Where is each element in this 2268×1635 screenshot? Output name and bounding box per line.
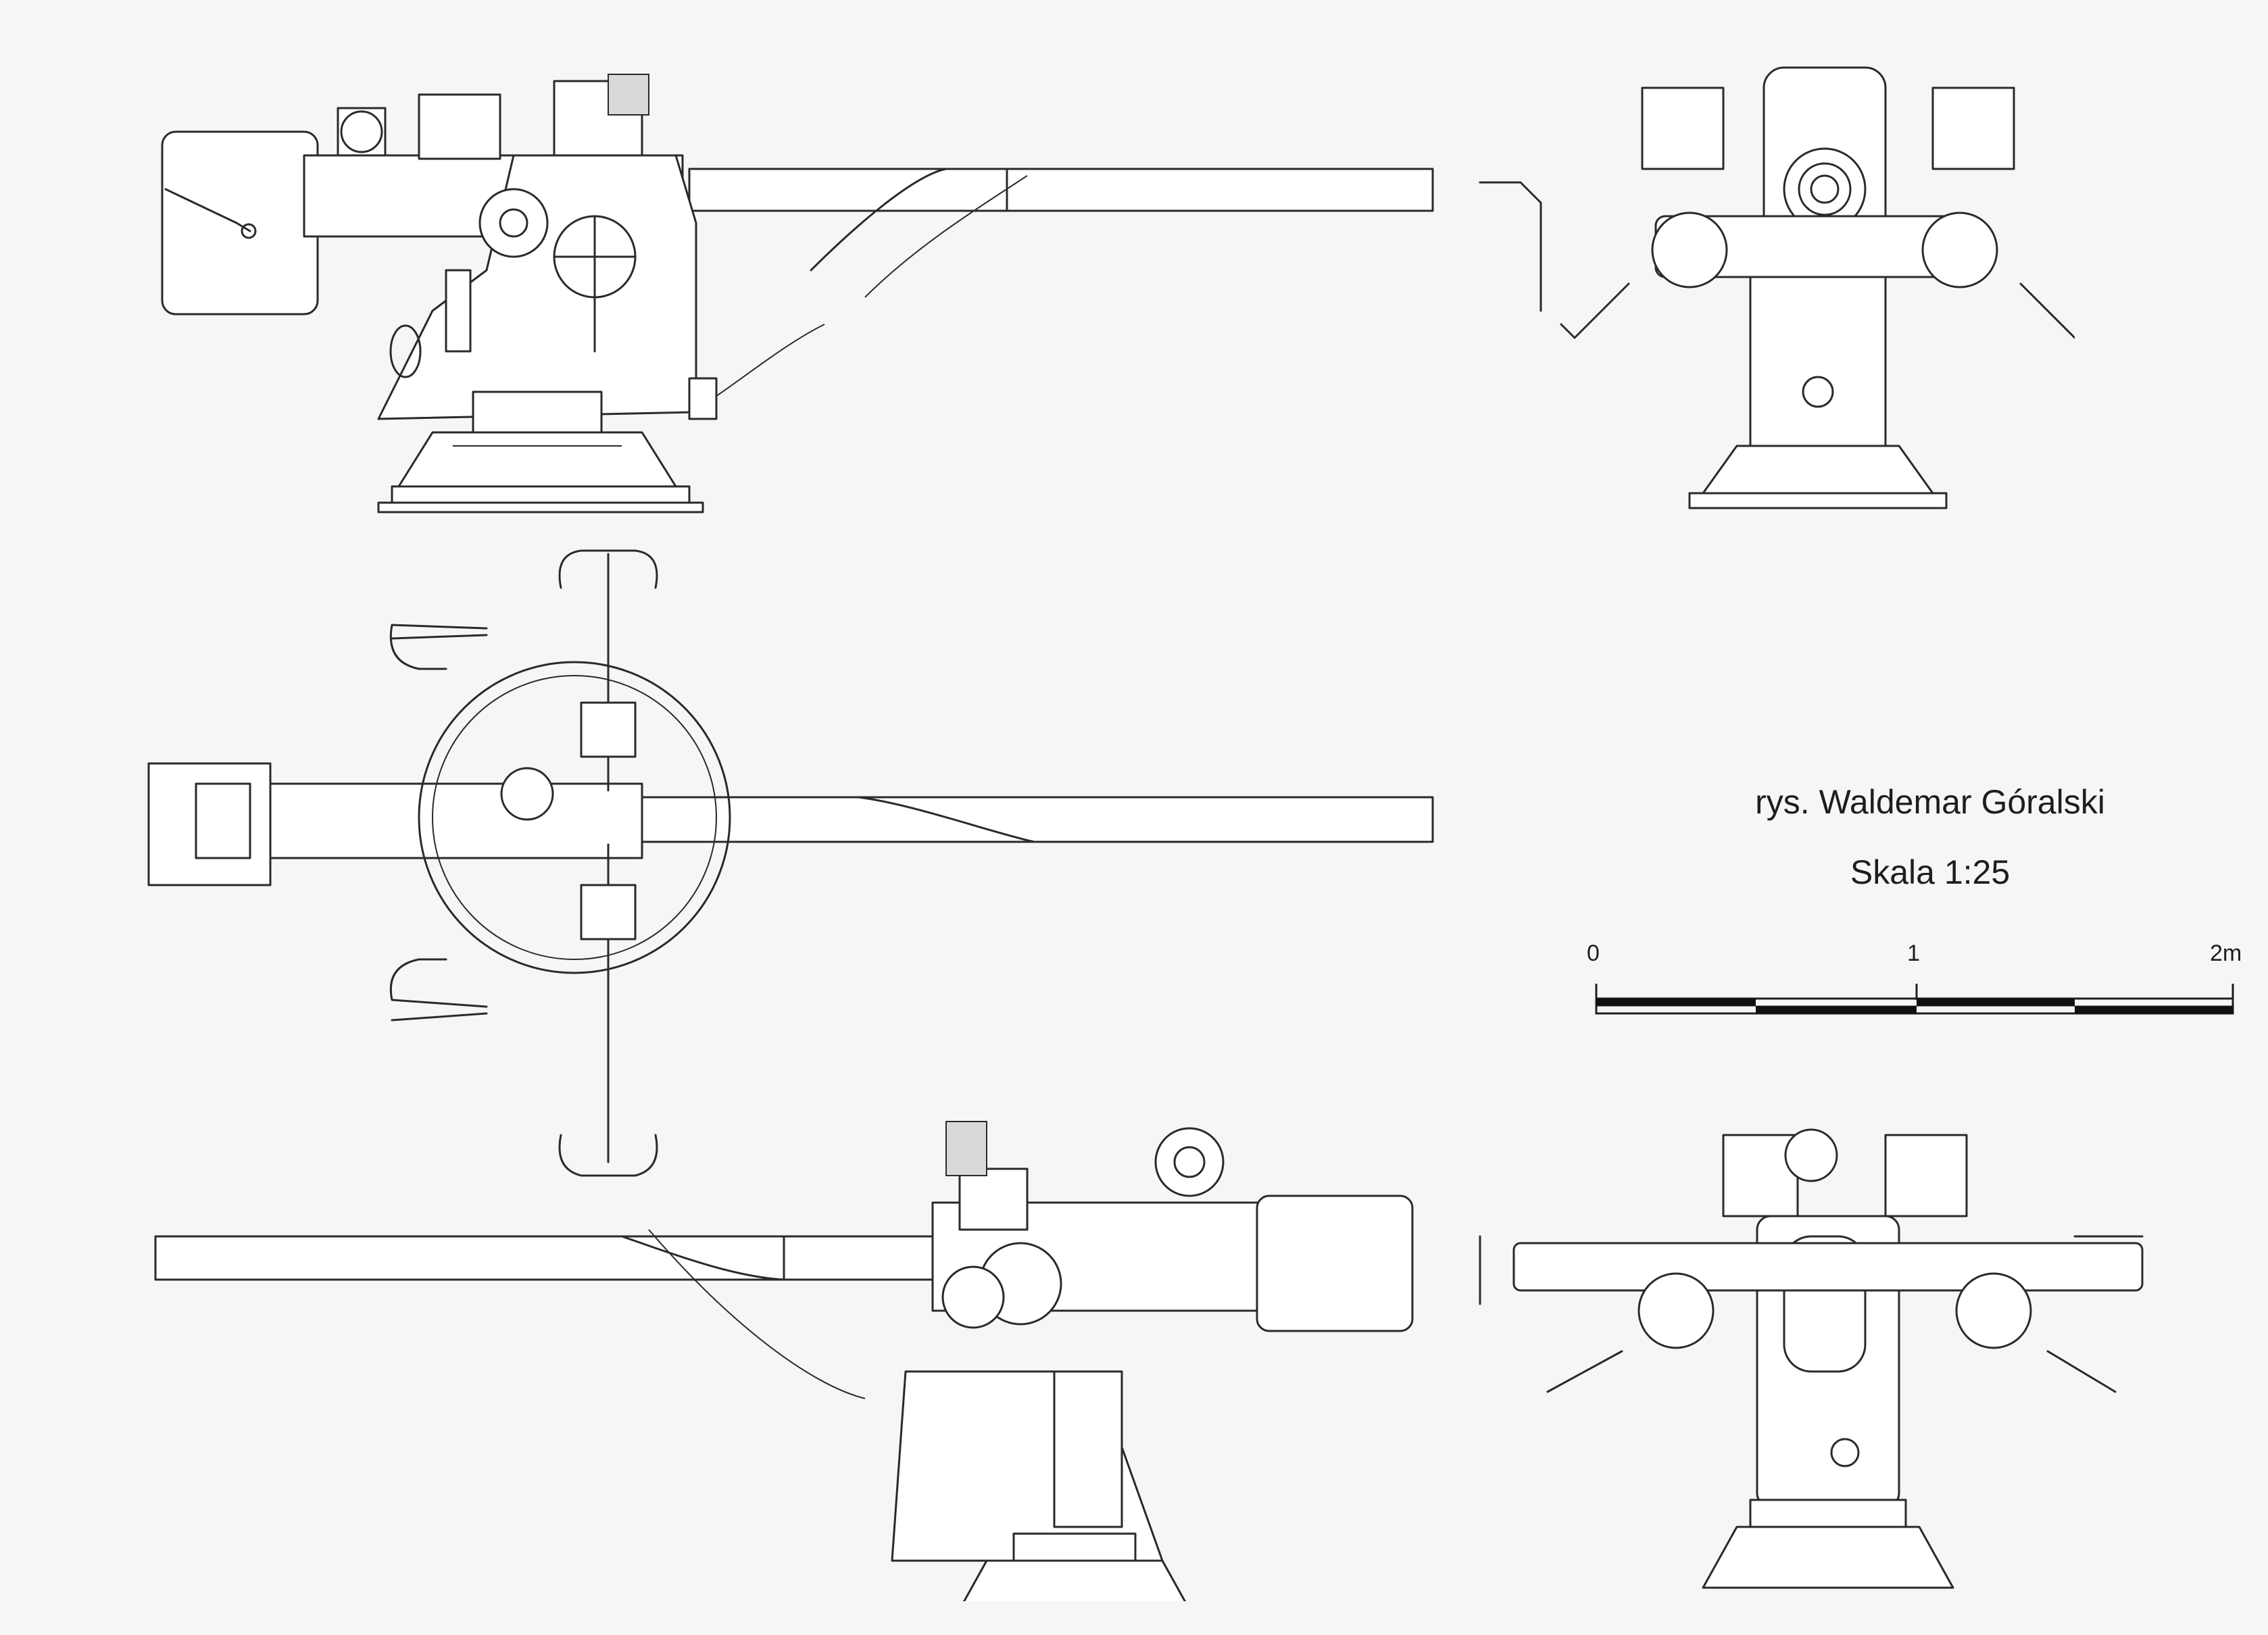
scale-tick-1: 1 [1907,940,1920,966]
scale-segment-4 [2075,1006,2233,1013]
top-view [147,549,1434,1177]
scale-segment-2 [1756,1006,1917,1013]
side-view-left [161,74,1434,513]
scale-tick-0: 0 [1587,940,1600,966]
front-view-upper [1479,66,2075,509]
scale-tick-2m: 2m [2210,940,2242,966]
scale-bar [1595,984,2234,1015]
scale-segment-3 [1917,999,2075,1006]
scale-segment-1 [1596,999,1756,1006]
scale-title: Skala 1:25 [1850,853,2011,891]
rear-view-lower [1479,1128,2144,1589]
side-view-right [154,1121,1414,1601]
author-credit: rys. Waldemar Góralski [1755,783,2105,821]
